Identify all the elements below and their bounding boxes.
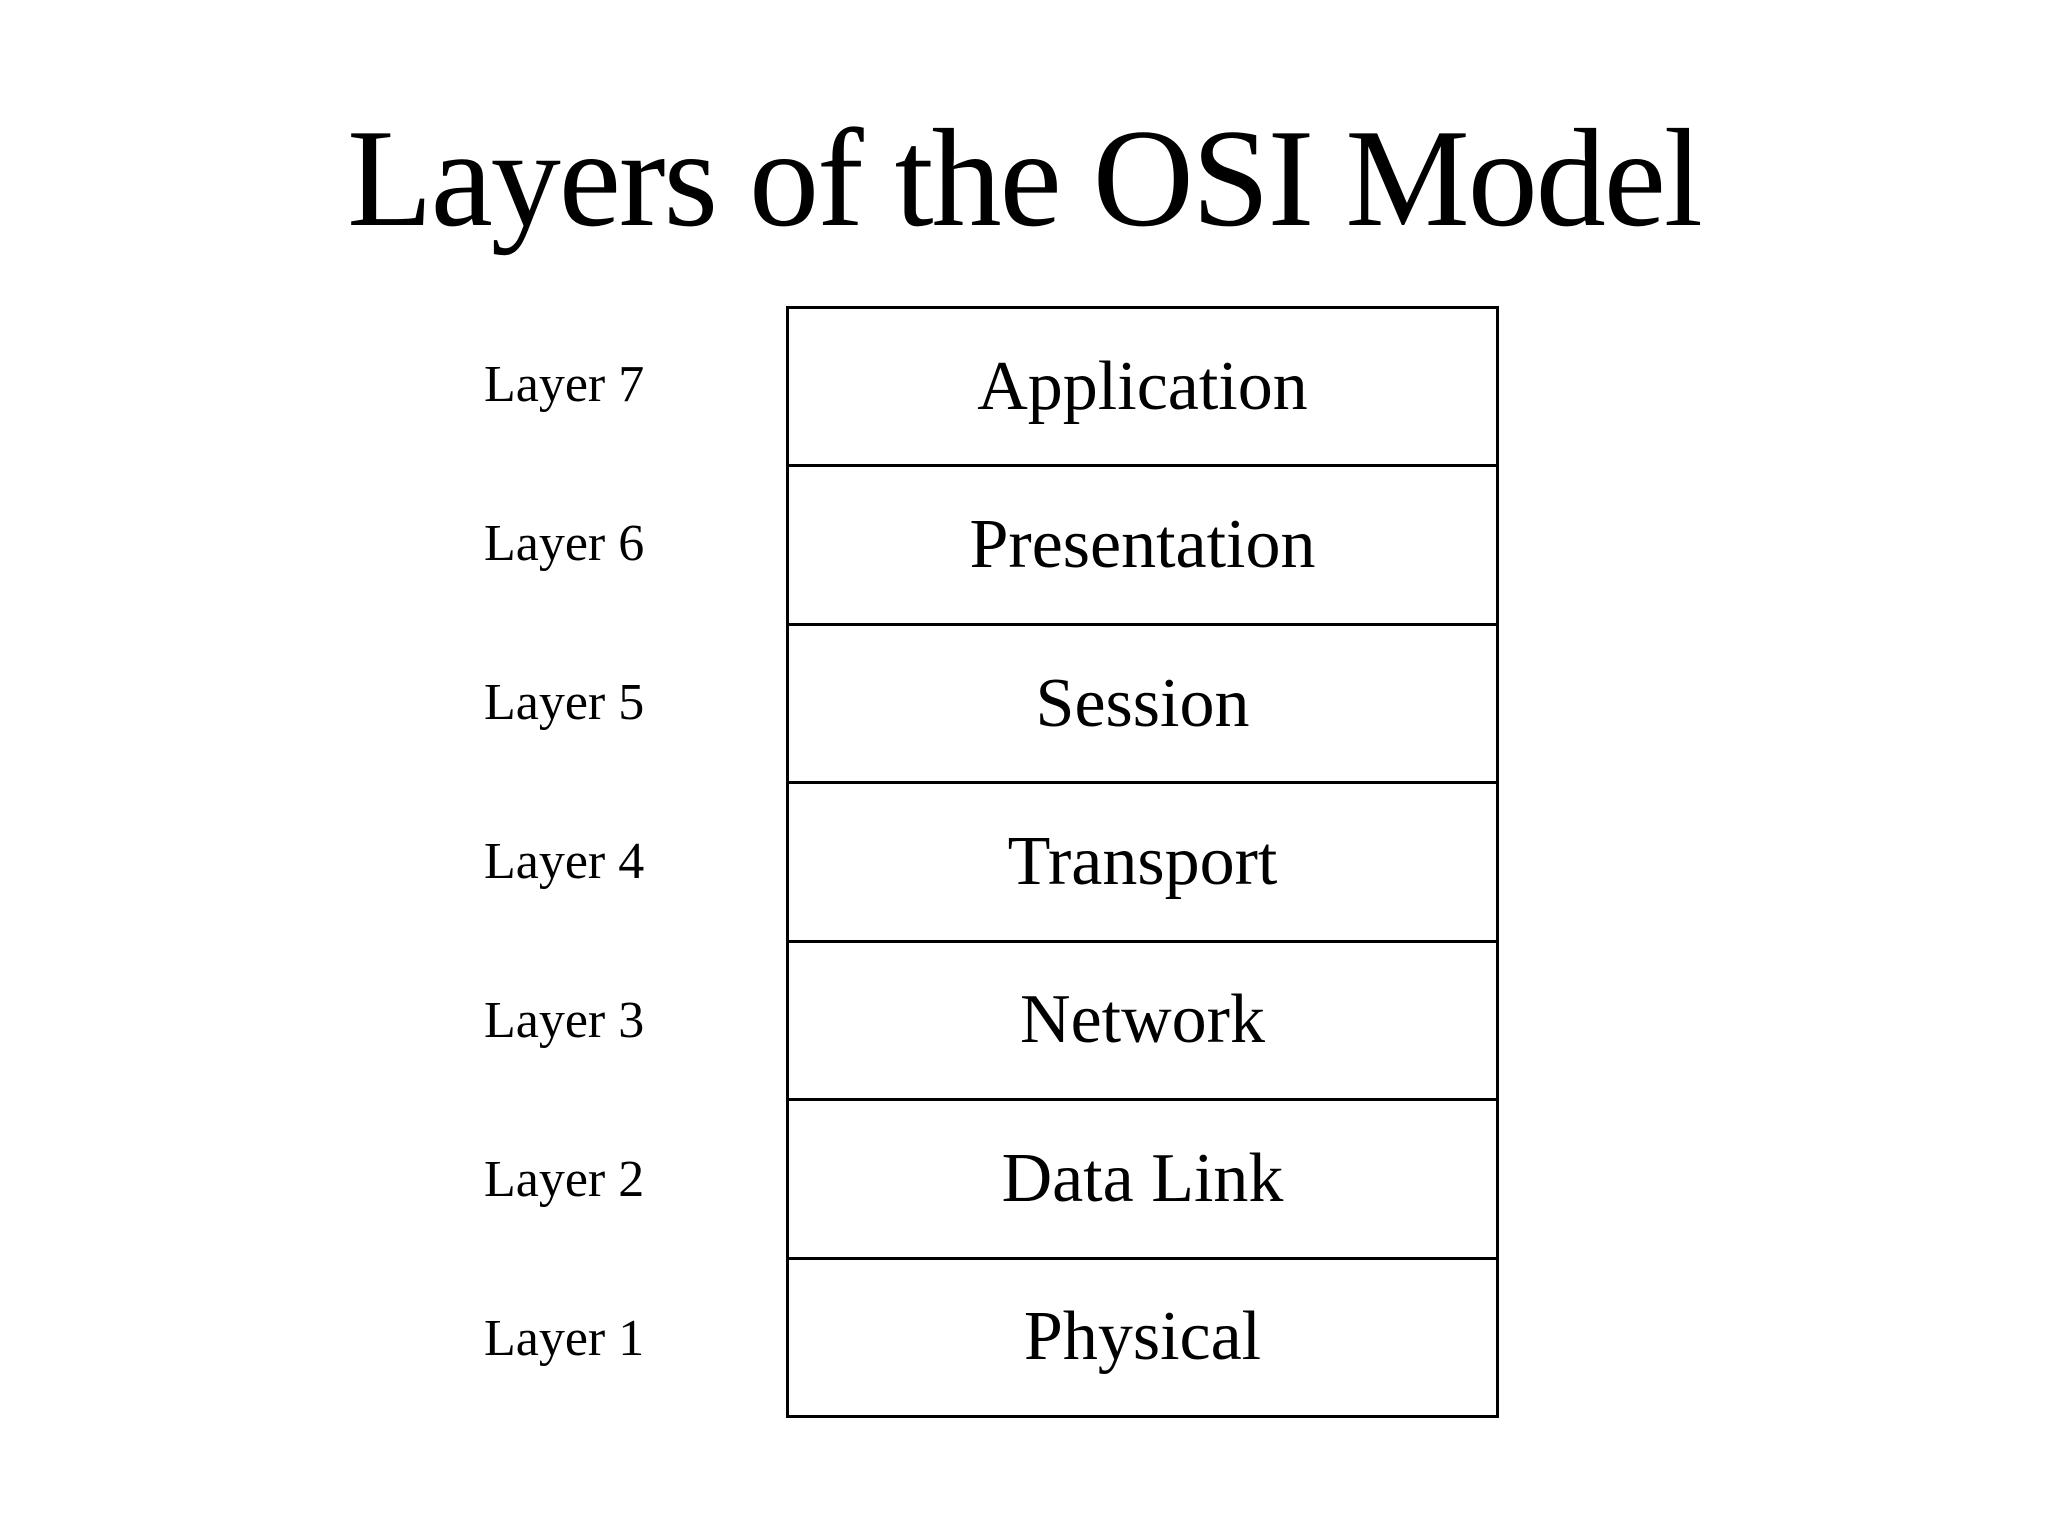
layer-label-7: Layer 7 (484, 356, 645, 414)
page-title: Layers of the OSI Model (347, 101, 1703, 256)
osi-stack: Application Presentation Session Transpo… (786, 306, 1499, 1418)
layer-label-5: Layer 5 (484, 674, 645, 732)
layer-box-session: Session (789, 626, 1496, 785)
layer-box-label: Session (1035, 664, 1250, 742)
layer-box-application: Application (789, 309, 1496, 468)
layer-box-transport: Transport (789, 784, 1496, 943)
layer-box-presentation: Presentation (789, 467, 1496, 626)
layer-box-data-link: Data Link (789, 1101, 1496, 1260)
layer-box-label: Physical (1023, 1298, 1262, 1376)
layer-box-label: Presentation (969, 506, 1316, 584)
layer-box-label: Data Link (1001, 1139, 1284, 1217)
layer-label-2: Layer 2 (484, 1150, 645, 1208)
layer-label-1: Layer 1 (484, 1309, 645, 1367)
layer-label-3: Layer 3 (484, 991, 645, 1049)
layer-label-6: Layer 6 (484, 515, 645, 573)
layer-box-physical: Physical (789, 1260, 1496, 1415)
layer-label-column: Layer 7 Layer 6 Layer 5 Layer 4 Layer 3 … (484, 306, 764, 1418)
layer-box-label: Application (977, 347, 1308, 425)
layer-label-4: Layer 4 (484, 833, 645, 890)
layer-box-label: Transport (1007, 822, 1278, 900)
layer-box-label: Network (1020, 981, 1265, 1059)
layer-box-network: Network (789, 943, 1496, 1102)
